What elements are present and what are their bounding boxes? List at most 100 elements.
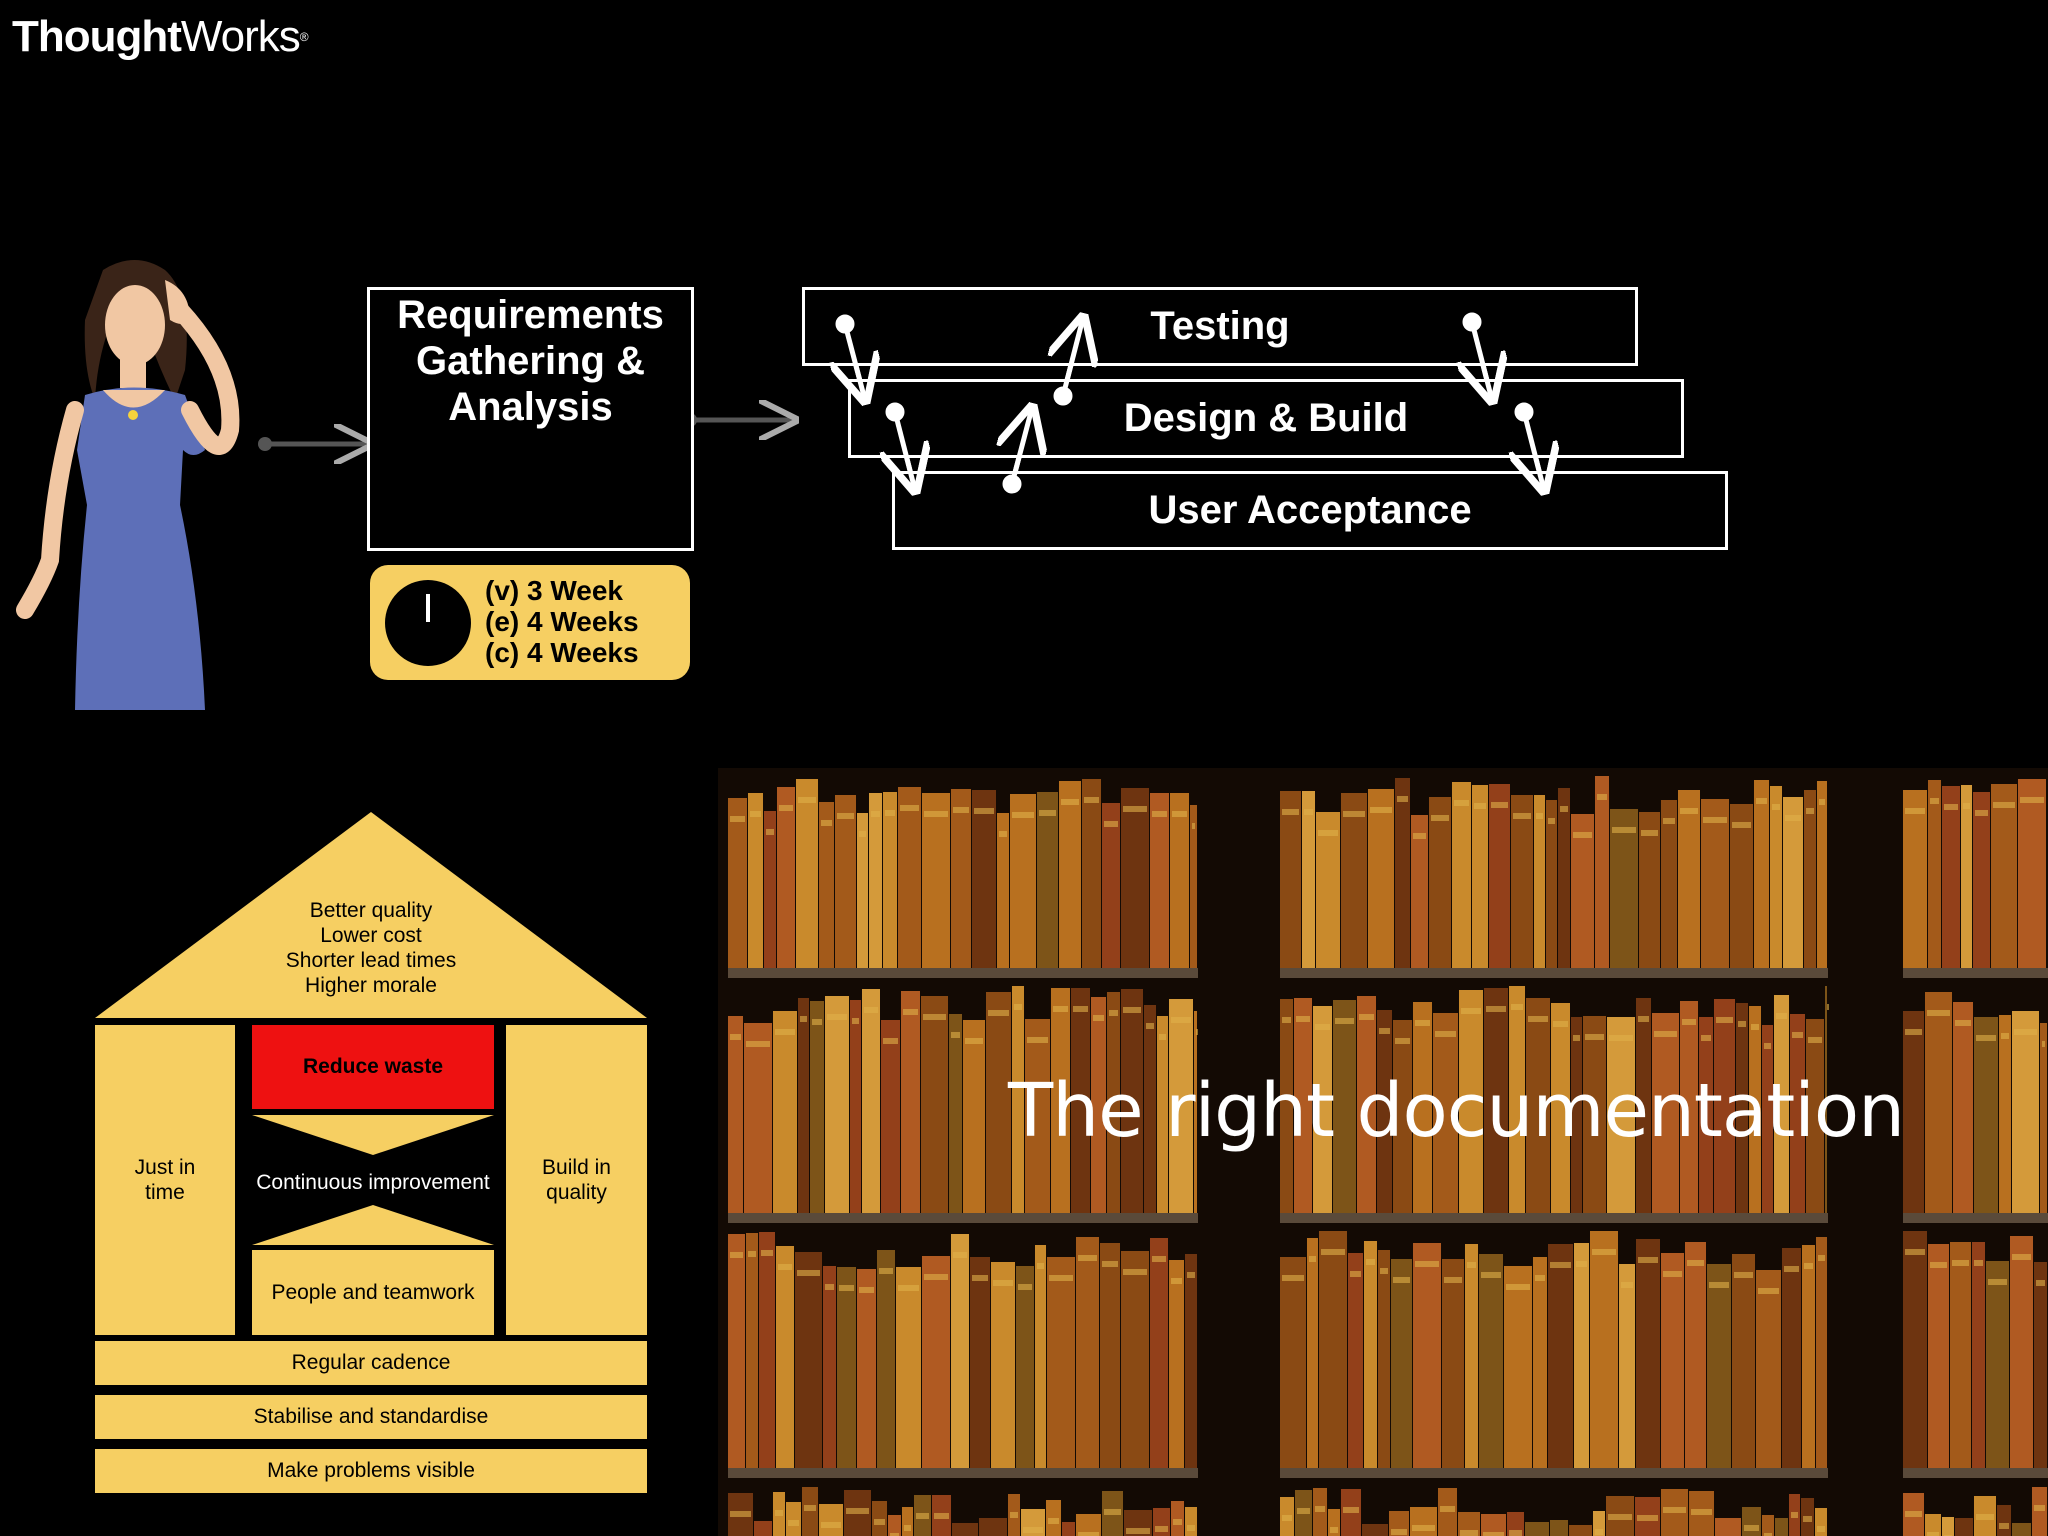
book-band [1078, 1255, 1097, 1261]
book-spine [1504, 1266, 1532, 1468]
book-spine [1121, 989, 1143, 1213]
book-spine [850, 1000, 861, 1213]
book-spine [949, 1014, 962, 1213]
book-spine [1025, 1019, 1050, 1213]
book-spine [746, 1233, 758, 1468]
book-spine [823, 1266, 836, 1468]
book-band [1078, 1532, 1099, 1536]
book-band [1126, 1528, 1150, 1534]
book-spine [1150, 793, 1169, 968]
book-spine [1509, 986, 1525, 1213]
book-band [883, 1038, 898, 1044]
book-band [1027, 1037, 1048, 1043]
book-spine [1071, 988, 1090, 1213]
requirements-line-2: Gathering & [416, 339, 645, 383]
book-spine [1680, 1001, 1698, 1213]
book-band [1975, 810, 1988, 816]
book-band [1037, 1263, 1044, 1269]
book-spine [1037, 792, 1058, 968]
book-band [871, 811, 880, 817]
book-spine [1190, 805, 1197, 968]
book-spine [1928, 1244, 1949, 1468]
book-spine [1571, 814, 1594, 968]
book-band [1751, 1024, 1759, 1030]
book-band [730, 1252, 743, 1258]
book-spine [1185, 1507, 1197, 1536]
book-band [1304, 809, 1313, 815]
book-band [1196, 1029, 1198, 1035]
book-spine [1903, 1231, 1927, 1468]
user-acceptance-box: User Acceptance [892, 471, 1728, 550]
book-spine [1280, 999, 1293, 1213]
book-band [1460, 1530, 1478, 1536]
book-band [1061, 799, 1079, 805]
book-spine [1534, 795, 1545, 968]
book-band [1309, 1256, 1316, 1262]
book-spine [1010, 794, 1036, 968]
book-band [1637, 1515, 1658, 1521]
book-spine [1102, 803, 1120, 968]
book-band [1638, 1016, 1649, 1022]
book-band [1818, 1255, 1825, 1261]
book-spine [810, 1001, 824, 1213]
book-band [1585, 1034, 1604, 1040]
book-spine [1107, 992, 1120, 1213]
book-band [1359, 1014, 1374, 1020]
book-band [1764, 1533, 1772, 1536]
book-band [1014, 1004, 1022, 1010]
roof-line-4: Higher morale [305, 974, 437, 997]
book-band [972, 1275, 988, 1281]
book-band [1905, 1029, 1922, 1035]
requirements-line-3: Analysis [448, 385, 613, 429]
book-band [924, 1274, 948, 1280]
book-band [1297, 1508, 1310, 1514]
book-band [1084, 797, 1099, 803]
book-band [2001, 1033, 2009, 1039]
book-spine [2040, 1023, 2047, 1213]
book-band [1592, 1249, 1616, 1255]
book-band [1010, 1512, 1018, 1518]
book-band [916, 1513, 929, 1519]
book-spine [1121, 788, 1149, 968]
book-spine [1652, 1013, 1679, 1213]
book-spine [1595, 776, 1609, 968]
book-band [874, 1519, 885, 1525]
book-band [2012, 1254, 2031, 1260]
book-spine [896, 1267, 921, 1468]
book-band [1548, 818, 1555, 824]
book-band [1187, 1525, 1195, 1531]
book-band [923, 1014, 946, 1020]
book-band [1335, 1018, 1354, 1024]
book-band [750, 811, 761, 817]
continuous-improvement-text: Continuous improvement [256, 1171, 490, 1194]
reduce-waste-block: Reduce waste [252, 1025, 494, 1109]
book-band [900, 805, 919, 811]
book-band [1474, 803, 1486, 809]
book-band [821, 820, 832, 826]
book-spine [2018, 779, 2046, 968]
book-band [1536, 813, 1543, 819]
book-band [1018, 1284, 1032, 1290]
book-spine [798, 998, 809, 1213]
book-band [1999, 1523, 2009, 1529]
book-spine [1699, 1017, 1713, 1213]
book-spine [1974, 1017, 1998, 1213]
book-band [1395, 1038, 1410, 1044]
right-pillar: Build in quality [506, 1025, 647, 1335]
book-band [827, 1014, 847, 1020]
book-spine [1313, 1006, 1332, 1213]
book-band [1732, 822, 1751, 828]
book-band [1481, 1272, 1501, 1278]
book-spine [877, 1250, 895, 1468]
book-band [1173, 1519, 1182, 1525]
book-band [1048, 1518, 1059, 1524]
book-spine [1661, 1253, 1684, 1468]
book-spine [1701, 799, 1729, 968]
book-spine [1433, 1013, 1458, 1213]
house-roof-text: Better quality Lower cost Shorter lead t… [200, 896, 542, 1000]
book-spine [2032, 1487, 2047, 1536]
book-band [1638, 1257, 1658, 1263]
book-band [1491, 802, 1508, 808]
book-band [1155, 1526, 1168, 1532]
book-band [1318, 830, 1338, 836]
